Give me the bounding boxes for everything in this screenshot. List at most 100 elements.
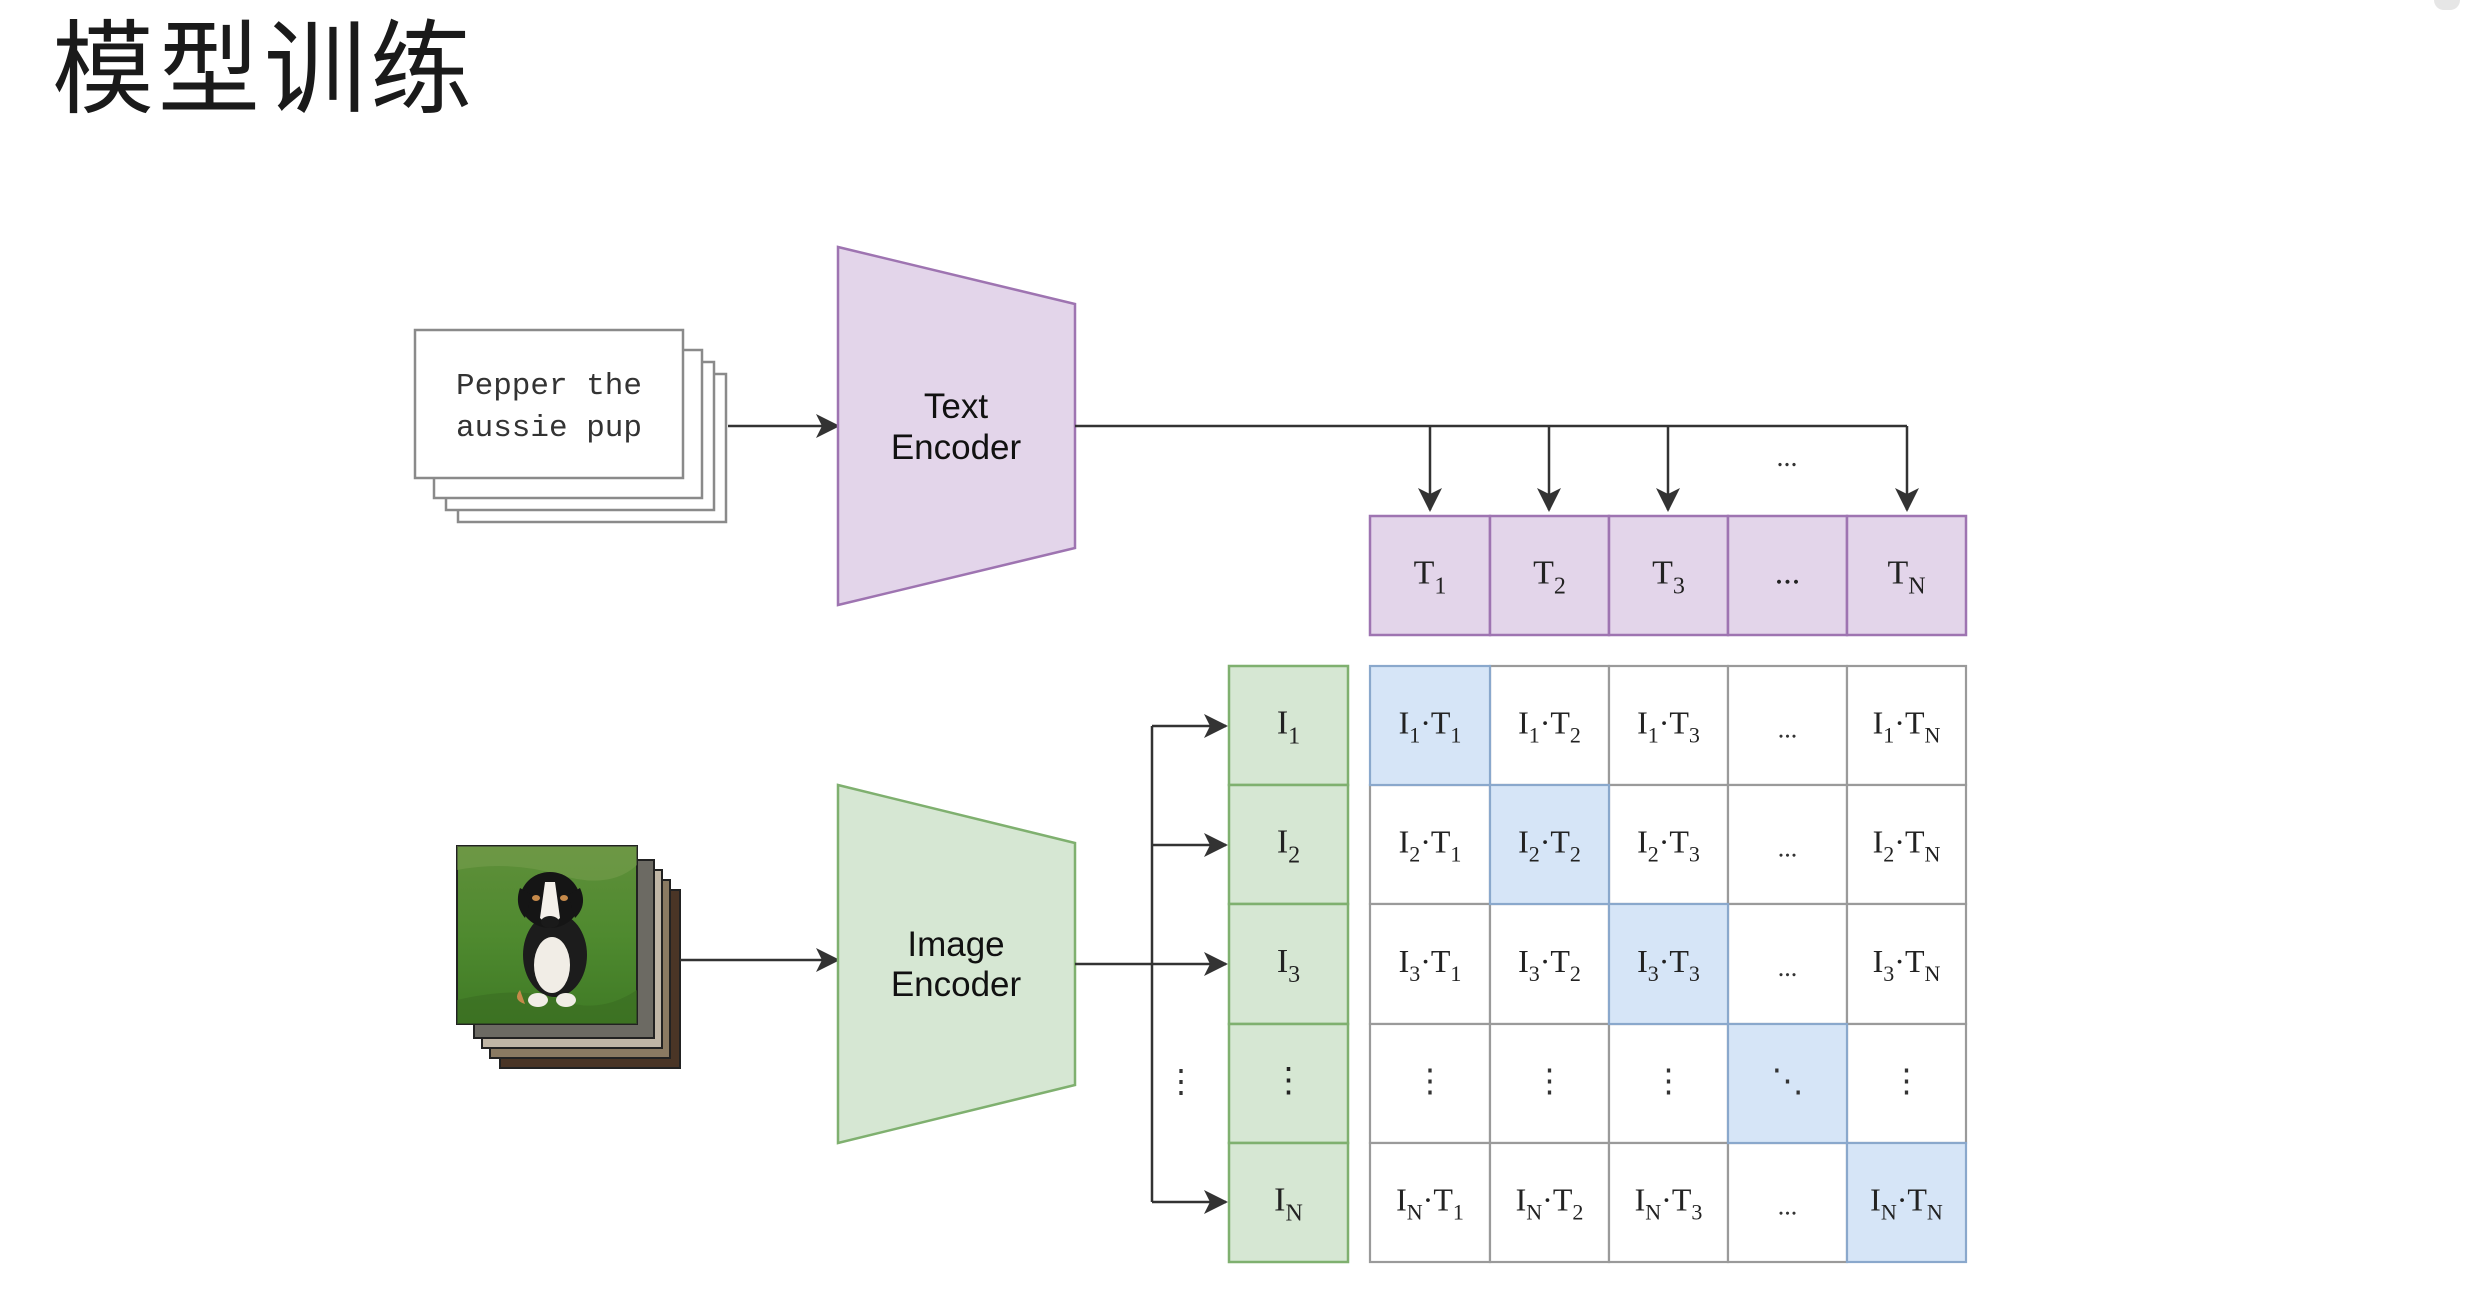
matrix-cell-label: IN·TN (1870, 1182, 1943, 1225)
text-embedding-label: T1 (1414, 555, 1447, 600)
matrix-cell (1607, 783, 1730, 906)
matrix-text-index: 2 (1570, 961, 1581, 986)
matrix-image-index: 2 (1883, 842, 1894, 867)
matrix-cell-label: I1·TN (1873, 705, 1941, 748)
matrix-text-index: N (1924, 723, 1940, 748)
matrix-cell-label: I1·T3 (1637, 705, 1700, 748)
text-encoder-label-2: Encoder (891, 428, 1022, 467)
matrix-image-index: N (1645, 1200, 1661, 1225)
image-embedding-cell (1227, 783, 1350, 906)
matrix-cell-label: IN·T1 (1396, 1182, 1464, 1225)
image-embedding-label-base: ⋮ (1272, 1063, 1306, 1100)
text-input-line-2: aussie pup (456, 411, 642, 446)
text-embedding-cell (1726, 514, 1849, 637)
matrix-text-term: T (1431, 943, 1451, 979)
text-embedding-label-base: ... (1775, 555, 1801, 592)
matrix-dot: · (1661, 1182, 1672, 1218)
text-embedding-label-sub: 2 (1554, 574, 1566, 600)
text-embedding-label-base: T (1887, 555, 1908, 592)
matrix-image-term: I (1516, 1182, 1527, 1218)
text-input-card (413, 328, 685, 480)
text-embedding-label-sub: 3 (1673, 574, 1685, 600)
matrix-cell-label: ... (1778, 1192, 1798, 1221)
matrix-cell-label: I2·T1 (1399, 824, 1462, 867)
matrix-cell (1607, 664, 1730, 787)
matrix-text-index: 1 (1450, 961, 1461, 986)
matrix-cell-diagonal (1845, 1141, 1968, 1264)
text-embedding-label: ... (1775, 555, 1801, 592)
matrix-cell-label: I3·T2 (1518, 943, 1581, 986)
matrix-dot: · (1420, 705, 1431, 741)
image-encoder: Image Encoder (836, 783, 1077, 1145)
matrix-text-term: T (1905, 943, 1925, 979)
matrix-cell-label: ... (1778, 953, 1798, 982)
matrix-text-index: 3 (1689, 961, 1700, 986)
slide-title: 模型训练 (52, 11, 476, 130)
image-output-arrows: ⋮ (1075, 714, 1228, 1214)
text-embedding-label: T3 (1652, 555, 1685, 600)
matrix-cell (1726, 783, 1849, 906)
matrix-dot: · (1659, 943, 1670, 979)
image-embedding-label: IN (1274, 1182, 1303, 1227)
matrix-image-term: I (1637, 824, 1648, 860)
matrix-dot: · (1420, 824, 1431, 860)
matrix-cell-label: ⋮ (1653, 1063, 1685, 1099)
matrix-text-index: N (1924, 842, 1940, 867)
image-embedding-cell (1227, 902, 1350, 1026)
image-embedding-label-sub: 3 (1288, 962, 1300, 988)
text-encoder-label-1: Text (924, 387, 988, 426)
matrix-dot: · (1540, 824, 1551, 860)
left-dots: ⋮ (1165, 1063, 1197, 1099)
matrix-cell-diagonal (1607, 902, 1730, 1026)
matrix-image-index: 1 (1648, 723, 1659, 748)
text-embedding-cell (1845, 514, 1968, 637)
image-embedding-cell (1227, 1022, 1350, 1145)
matrix-text-term: T (1550, 943, 1570, 979)
image-embedding-label-base: I (1277, 705, 1288, 742)
text-embedding-label-sub: 1 (1434, 574, 1446, 600)
matrix-cell-label: I3·T3 (1637, 943, 1700, 986)
matrix-cell (1368, 783, 1492, 906)
matrix-image-term: I (1873, 705, 1884, 741)
text-input-stack: Pepper the aussie pup (413, 328, 728, 524)
corner-mark (2434, 0, 2460, 10)
matrix-dot: · (1894, 943, 1905, 979)
matrix-image-index: N (1526, 1200, 1542, 1225)
matrix-text-index: 3 (1689, 723, 1700, 748)
image-embedding-cell (1227, 1141, 1350, 1264)
matrix-cell (1726, 1141, 1849, 1264)
text-embedding-label: T2 (1533, 555, 1566, 600)
matrix-cell-label: ⋮ (1891, 1063, 1923, 1099)
matrix-cell-label: I1·T1 (1399, 705, 1462, 748)
matrix-image-index: 3 (1883, 961, 1894, 986)
image-input-stack (456, 845, 681, 1069)
matrix-cell-label: I2·TN (1873, 824, 1941, 867)
matrix-image-index: 3 (1529, 961, 1540, 986)
text-embedding-label-base: T (1652, 555, 1673, 592)
matrix-text-index: 1 (1450, 723, 1461, 748)
matrix-cell-label: ⋮ (1534, 1063, 1566, 1099)
matrix-text-term: T (1669, 705, 1689, 741)
matrix-cell (1845, 664, 1968, 787)
matrix-cell-label: I3·T1 (1399, 943, 1462, 986)
matrix-dot: · (1894, 705, 1905, 741)
matrix-cell-label: ⋱ (1772, 1063, 1804, 1099)
image-embedding-cell (1227, 664, 1350, 787)
matrix-cell-label: I2·T2 (1518, 824, 1581, 867)
matrix-text-index: 3 (1689, 842, 1700, 867)
matrix-cell-label: I1·T2 (1518, 705, 1581, 748)
image-embedding-label-sub: N (1285, 1201, 1302, 1227)
matrix-image-index: 2 (1409, 842, 1420, 867)
matrix-image-term: I (1637, 943, 1648, 979)
matrix-text-term: T (1905, 705, 1925, 741)
text-input-line-1: Pepper the (456, 369, 642, 404)
image-embedding-label: ⋮ (1272, 1063, 1306, 1100)
image-encoder-label-2: Encoder (891, 965, 1022, 1004)
matrix-cell-label: I3·TN (1873, 943, 1941, 986)
matrix-dot: · (1897, 1182, 1908, 1218)
matrix-dot: · (1659, 824, 1670, 860)
matrix-text-index: 2 (1570, 842, 1581, 867)
